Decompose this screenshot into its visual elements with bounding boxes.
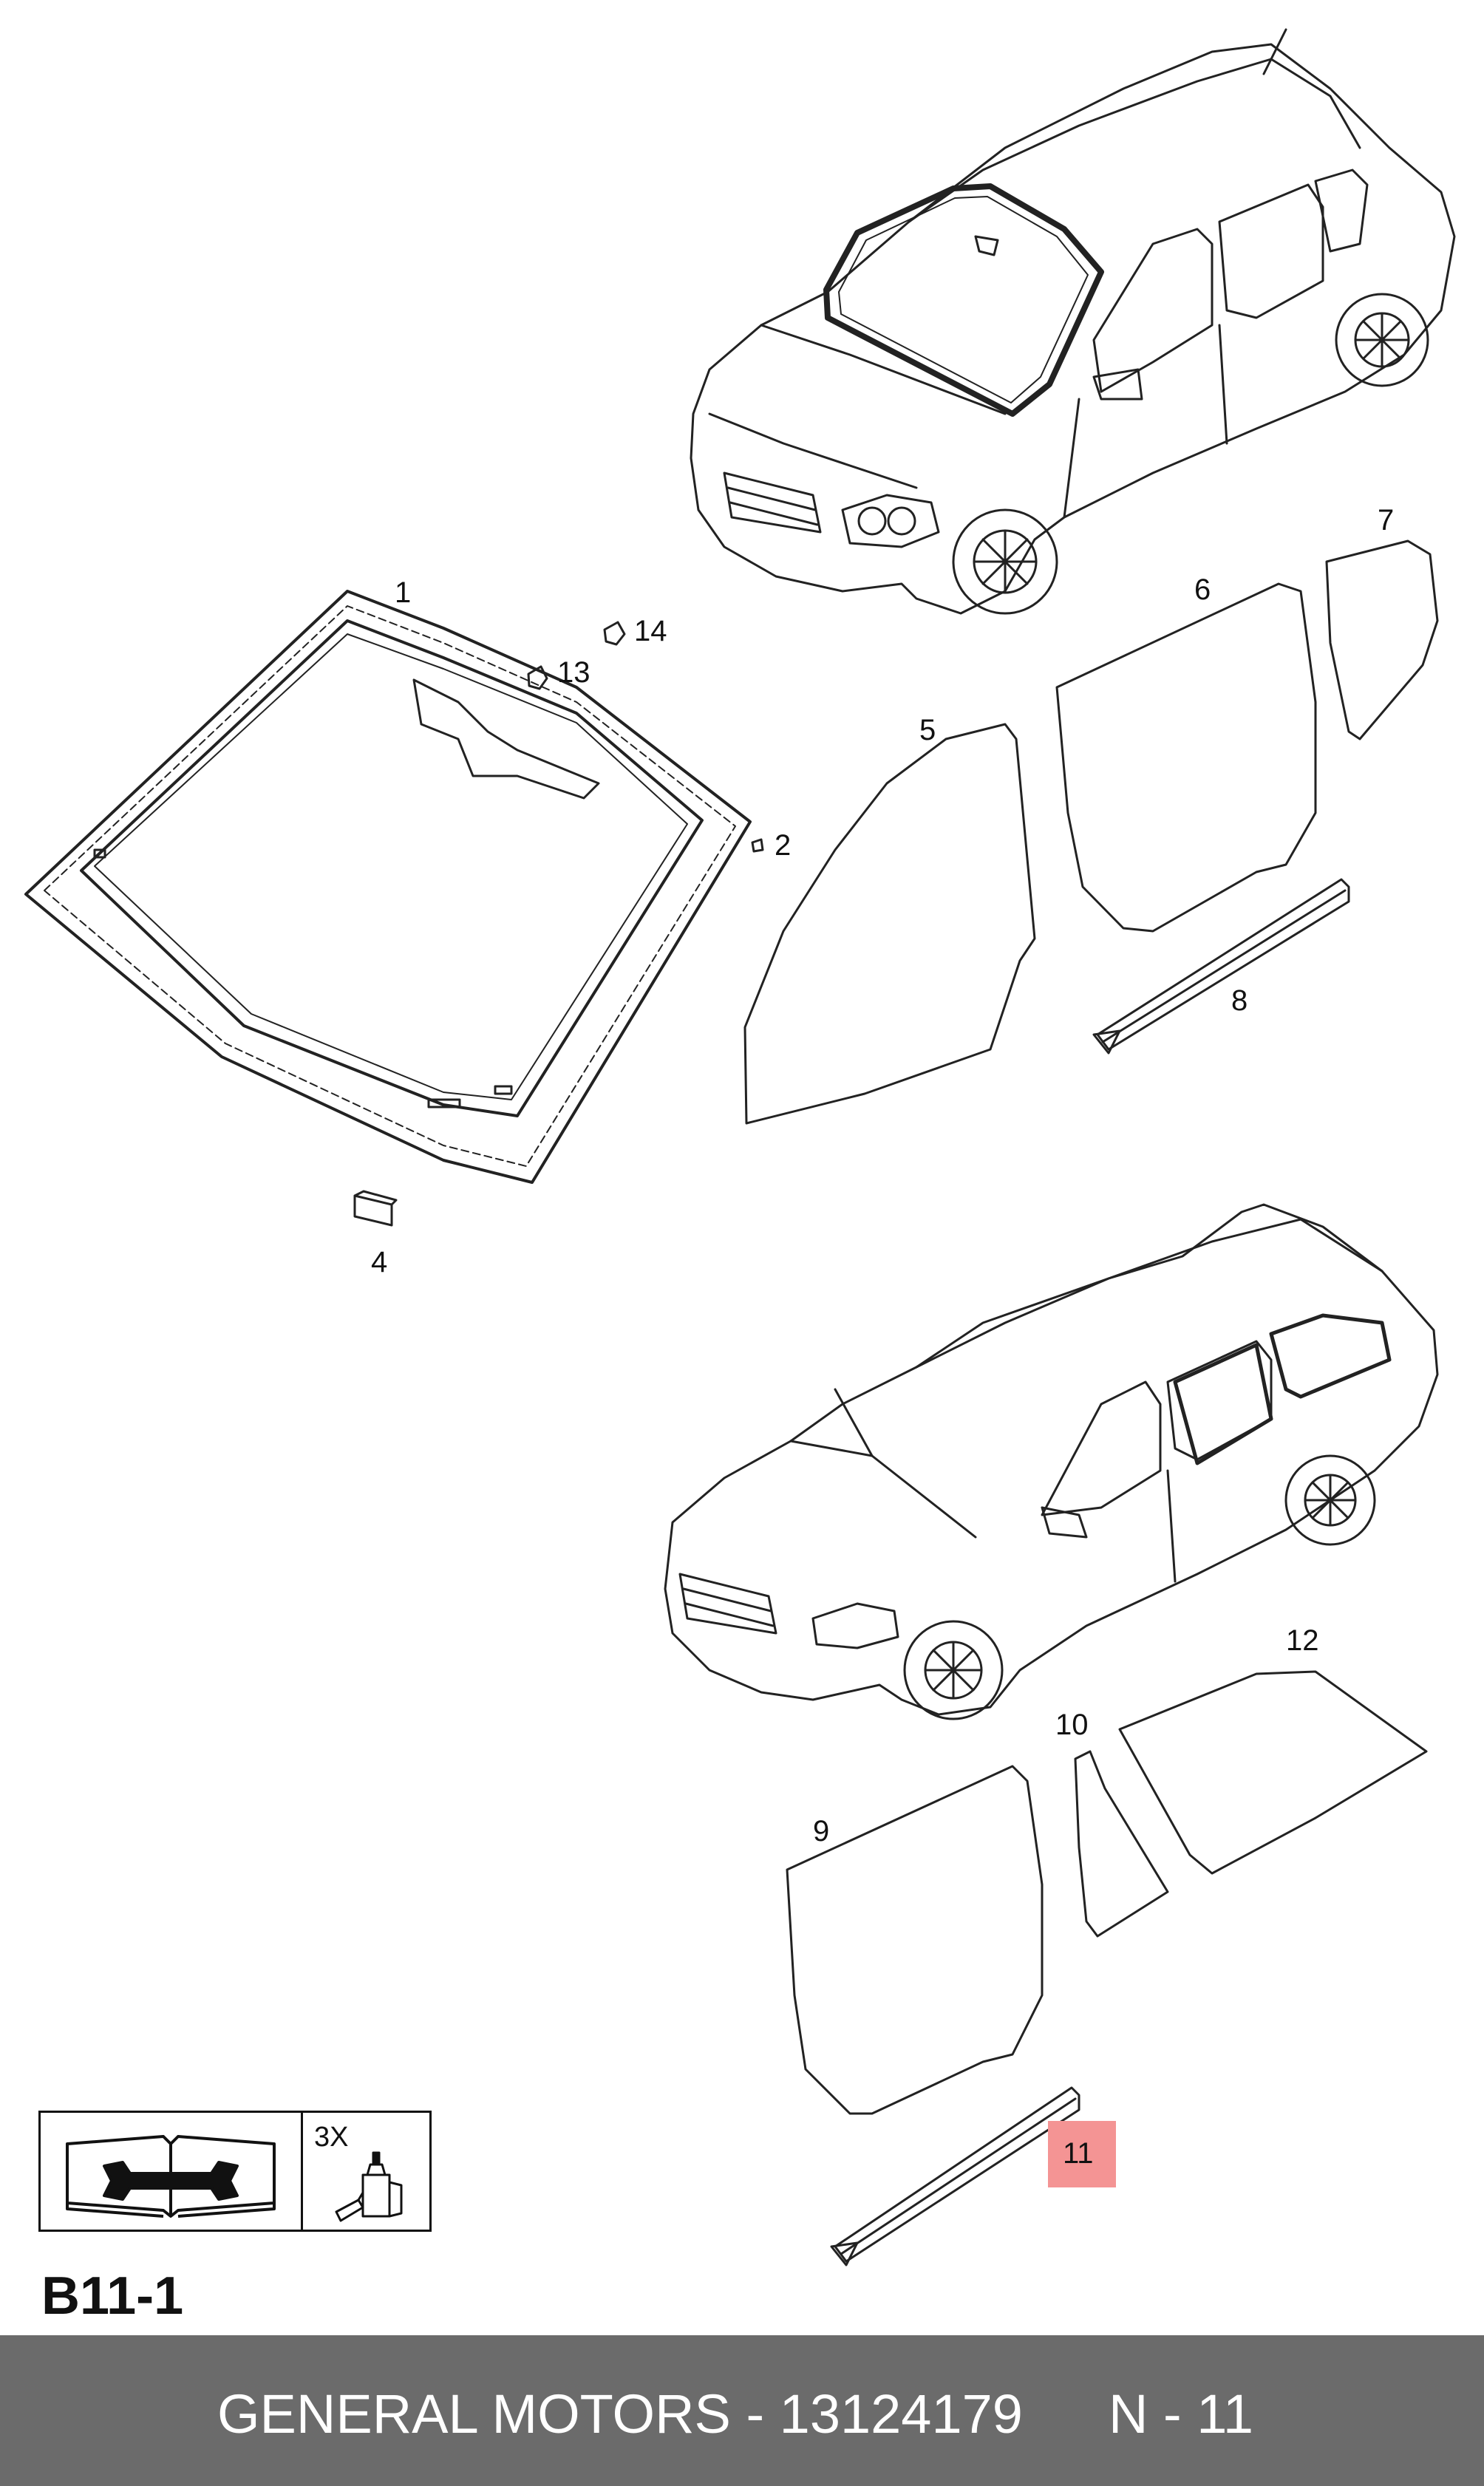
callout-6: 6 (1194, 573, 1211, 606)
callout-4: 4 (371, 1246, 388, 1278)
quarter-glass-part-7 (1325, 539, 1439, 740)
callout-10: 10 (1055, 1709, 1089, 1741)
callout-5: 5 (919, 714, 936, 746)
callout-14: 14 (634, 615, 667, 647)
seal-strip-part-8 (1092, 878, 1350, 1055)
door-glass-part-6 (1055, 582, 1317, 933)
callout-13: 13 (557, 656, 590, 689)
repair-manual-icon (66, 2135, 276, 2218)
pad-part-14 (603, 621, 626, 646)
callout-8: 8 (1231, 984, 1248, 1017)
legend-quantity: 3X (314, 2122, 349, 2153)
door-glass-part-5 (743, 723, 1036, 1125)
hatchback-car-drawing (690, 28, 1456, 615)
callout-12: 12 (1286, 1624, 1319, 1657)
door-glass-part-9 (786, 1765, 1044, 2115)
footer-bar: GENERAL MOTORS - 13124179 N - 11 (0, 2335, 1484, 2486)
pad-part-13 (527, 665, 548, 690)
estate-car-drawing (664, 1203, 1439, 1720)
callout-1: 1 (395, 576, 412, 609)
callout-11: 11 (1063, 2137, 1094, 2170)
quarter-glass-part-12 (1118, 1670, 1428, 1875)
legend-box: 3X (38, 2111, 432, 2232)
legend-divider (301, 2113, 303, 2230)
parts-diagram (24, 28, 1456, 2267)
highlight-part-11 (1048, 2121, 1116, 2187)
block-part-4 (353, 1190, 398, 1227)
callout-9: 9 (813, 1815, 830, 1848)
adhesive-bottle-icon (335, 2151, 403, 2222)
quarter-glass-part-10 (1074, 1750, 1169, 1938)
callout-7: 7 (1378, 504, 1395, 537)
callout-2: 2 (775, 829, 792, 862)
section-code: B11-1 (41, 2267, 184, 2326)
windshield-part-1 (24, 590, 752, 1184)
footer-ref: N - 11 (1109, 2383, 1254, 2445)
seal-strip-part-11 (830, 2086, 1080, 2267)
clip-part-2 (751, 838, 764, 853)
footer-brand-part: GENERAL MOTORS - 13124179 (217, 2383, 1023, 2445)
